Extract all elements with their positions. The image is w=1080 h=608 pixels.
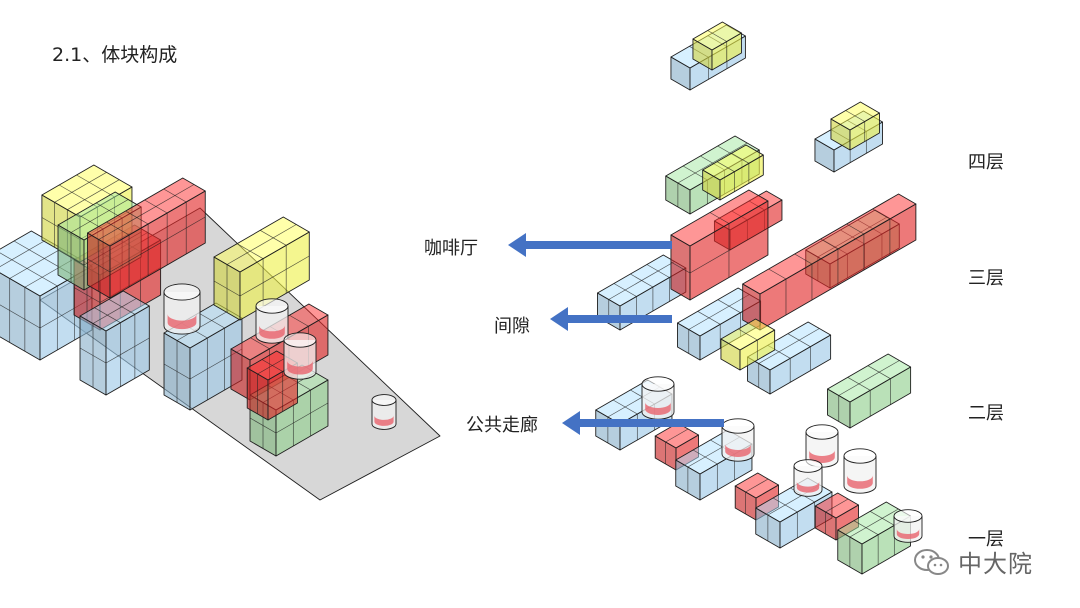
composite-massing-model (0, 164, 441, 501)
corridor-arrow (562, 411, 724, 435)
callout-cafe: 咖啡厅 (424, 238, 478, 259)
left-blue-mass-front (79, 290, 150, 396)
left-cylinder-2 (255, 298, 289, 344)
left-cylinder-3 (283, 332, 317, 380)
floor2-blue-c (747, 321, 832, 395)
floor3-yellow-strip (702, 144, 764, 201)
floor4-block-b-yellow (830, 101, 880, 151)
floor-label-3: 三层 (968, 268, 1004, 289)
floor1-green (837, 501, 911, 575)
floor1-red-b (734, 472, 779, 521)
floor2-green (827, 353, 912, 429)
left-red-spine (87, 177, 206, 299)
floor2-cafe-red (670, 189, 769, 301)
watermark-text: 中大院 (958, 550, 1033, 578)
floor1-cylinder-2 (721, 418, 755, 462)
floor1-cylinder-6 (893, 509, 923, 543)
floor2-red-corridor (742, 193, 917, 331)
left-yellow-mid (213, 216, 310, 321)
floor1-red-c (814, 492, 859, 541)
callout-gap: 间隙 (494, 316, 530, 337)
floor2-yellow-gap (720, 318, 776, 371)
floor-label-2: 二层 (968, 403, 1004, 424)
gap-arrow (550, 307, 672, 331)
section-title: 2.1、体块构成 (52, 44, 178, 66)
floor1-cylinder-1 (641, 376, 675, 420)
callout-arrows (508, 233, 724, 435)
watermark: 中大院 (912, 544, 1033, 579)
floor-label-4: 四层 (968, 152, 1004, 173)
left-cylinder-4 (371, 394, 397, 430)
left-cylinder-1 (163, 283, 201, 335)
floor1-cylinder-5 (843, 448, 877, 494)
floor-label-1: 一层 (968, 529, 1004, 550)
callout-corridor: 公共走廊 (466, 415, 538, 436)
floor1-cylinder-4 (793, 459, 823, 497)
floor2-blue-a (597, 254, 687, 331)
floor4-block-a-yellow (692, 21, 742, 71)
cafe-arrow (508, 233, 672, 257)
wechat-icon (914, 548, 949, 575)
exploded-floor-model (595, 21, 923, 575)
floor1-red-a (654, 422, 699, 471)
left-blue-mid (163, 302, 243, 411)
